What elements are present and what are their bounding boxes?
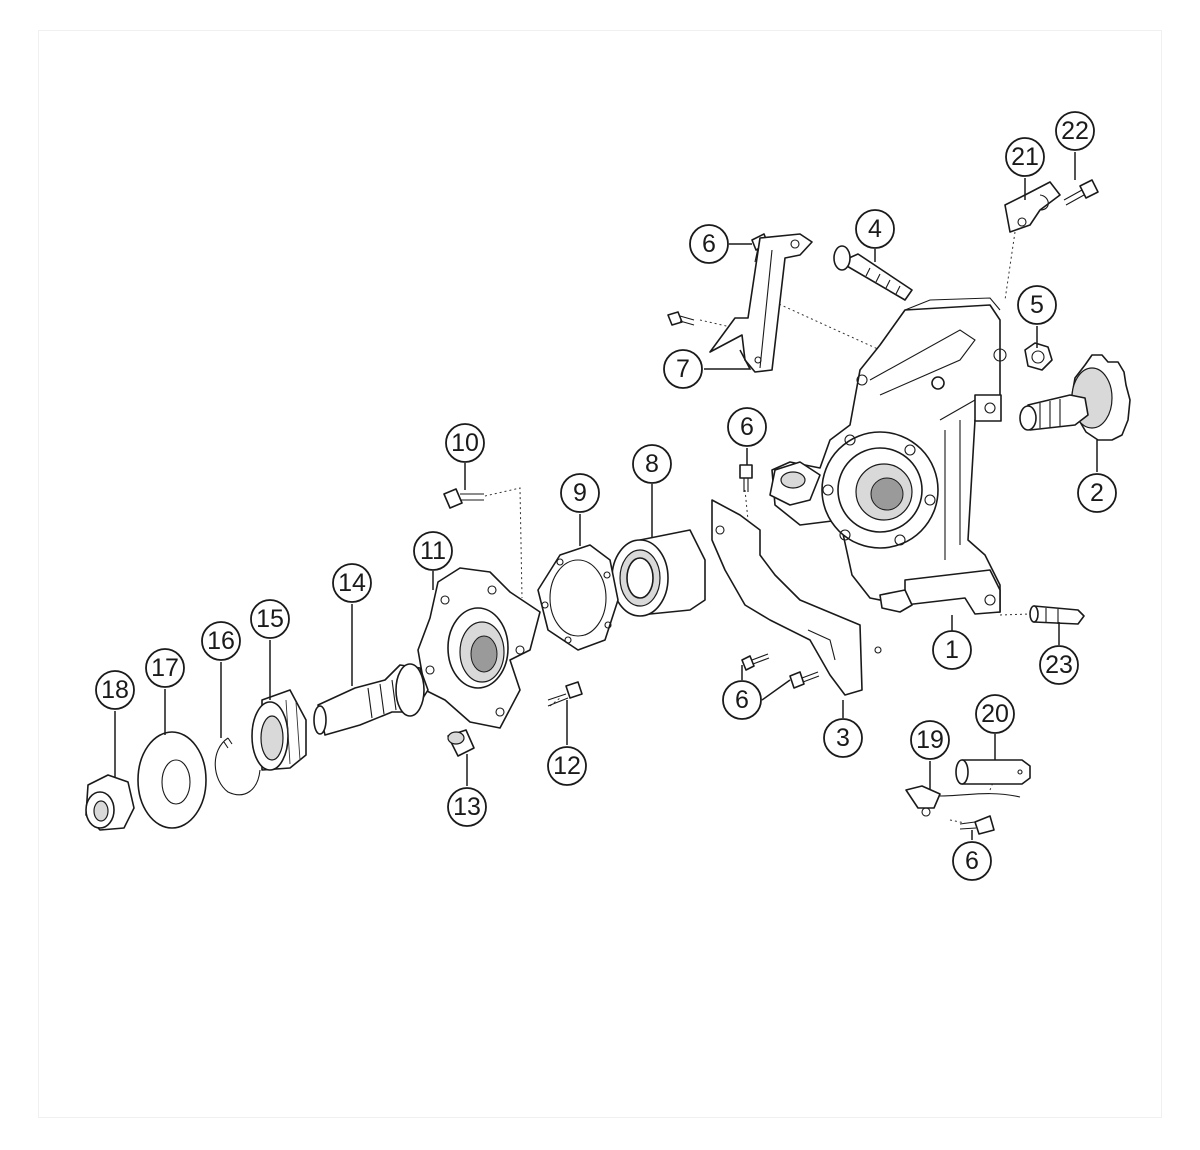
callout-13: 13: [447, 787, 487, 827]
callout-10-label: 10: [451, 429, 479, 457]
callout-6-shield-top-label: 6: [740, 413, 754, 441]
callout-6-shield-lower-label: 6: [735, 686, 749, 714]
callout-11-label: 11: [420, 537, 446, 565]
callout-19-label: 19: [916, 726, 944, 754]
inner-shaft: [313, 663, 429, 736]
clip-bolt: [1063, 179, 1099, 206]
callout-12-label: 12: [553, 752, 581, 780]
wheel-speed-sensor: [905, 785, 1021, 817]
callout-2-label: 2: [1090, 479, 1104, 507]
bolt-7-side: [667, 311, 695, 326]
flange-nut: [1024, 342, 1053, 371]
callout-22: 22: [1055, 111, 1095, 151]
callout-7: 7: [663, 349, 703, 389]
axle-nut: [85, 774, 135, 831]
callout-16-label: 16: [207, 627, 235, 655]
callout-6-sensor: 6: [952, 841, 992, 881]
wheel-bearing: [611, 529, 706, 617]
callout-5: 5: [1017, 285, 1057, 325]
callout-11: 11: [413, 531, 453, 571]
bolt-6-shield-lower-b: [789, 671, 820, 689]
steering-knuckle: [769, 297, 1007, 615]
callout-9-label: 9: [573, 479, 587, 507]
callout-23-label: 23: [1045, 651, 1073, 679]
hub-flange: [417, 567, 541, 729]
bolt-6-shield-lower-a: [741, 653, 770, 671]
callout-20: 20: [975, 694, 1015, 734]
bolt-6-sensor: [959, 815, 995, 835]
callout-6-bracket-label: 6: [702, 230, 716, 258]
callout-17: 17: [145, 648, 185, 688]
callout-5-label: 5: [1030, 291, 1044, 319]
callout-15: 15: [250, 599, 290, 639]
callout-6-shield-lower: 6: [722, 680, 762, 720]
leader-lines: [114, 152, 1098, 840]
callout-12: 12: [547, 746, 587, 786]
callout-21-label: 21: [1011, 143, 1039, 171]
callout-8: 8: [632, 444, 672, 484]
callout-7-label: 7: [676, 355, 690, 383]
hose-bracket: [709, 233, 813, 373]
brake-shield: [711, 499, 882, 696]
callout-18: 18: [95, 670, 135, 710]
callout-8-label: 8: [645, 450, 659, 478]
bolt-6-shield-top: [739, 464, 753, 492]
callout-18-label: 18: [101, 676, 129, 704]
knuckle-bolt: [833, 245, 913, 301]
bushing: [447, 729, 475, 757]
callout-17-label: 17: [151, 654, 179, 682]
callout-6-bracket: 6: [689, 224, 729, 264]
callout-6-sensor-label: 6: [965, 847, 979, 875]
callout-4: 4: [855, 209, 895, 249]
pivot-pin: [1029, 605, 1085, 625]
thrust-washer: [137, 731, 207, 829]
callout-3-label: 3: [836, 724, 850, 752]
callout-4-label: 4: [868, 215, 882, 243]
callout-16: 16: [201, 621, 241, 661]
drive-shaft-gear: [1019, 354, 1131, 441]
hub-bolt: [443, 488, 484, 509]
retaining-clip: [1004, 181, 1061, 233]
callout-1: 1: [932, 630, 972, 670]
callout-2: 2: [1077, 473, 1117, 513]
callout-14-label: 14: [338, 569, 366, 597]
callout-21: 21: [1005, 137, 1045, 177]
callout-20-label: 20: [981, 700, 1009, 728]
callout-9: 9: [560, 473, 600, 513]
callout-1-label: 1: [945, 636, 959, 664]
callout-23: 23: [1039, 645, 1079, 685]
callout-15-label: 15: [256, 605, 284, 633]
callout-22-label: 22: [1061, 117, 1089, 145]
callout-19: 19: [910, 720, 950, 760]
wheel-stud: [547, 681, 583, 707]
snap-ring: [214, 737, 261, 796]
seal-gasket: [537, 544, 619, 651]
callout-14: 14: [332, 563, 372, 603]
sensor-sleeve: [955, 759, 1031, 785]
callout-6-shield-top: 6: [727, 407, 767, 447]
callout-13-label: 13: [453, 793, 481, 821]
needle-bearing: [251, 689, 307, 771]
callout-10: 10: [445, 423, 485, 463]
callout-3: 3: [823, 718, 863, 758]
